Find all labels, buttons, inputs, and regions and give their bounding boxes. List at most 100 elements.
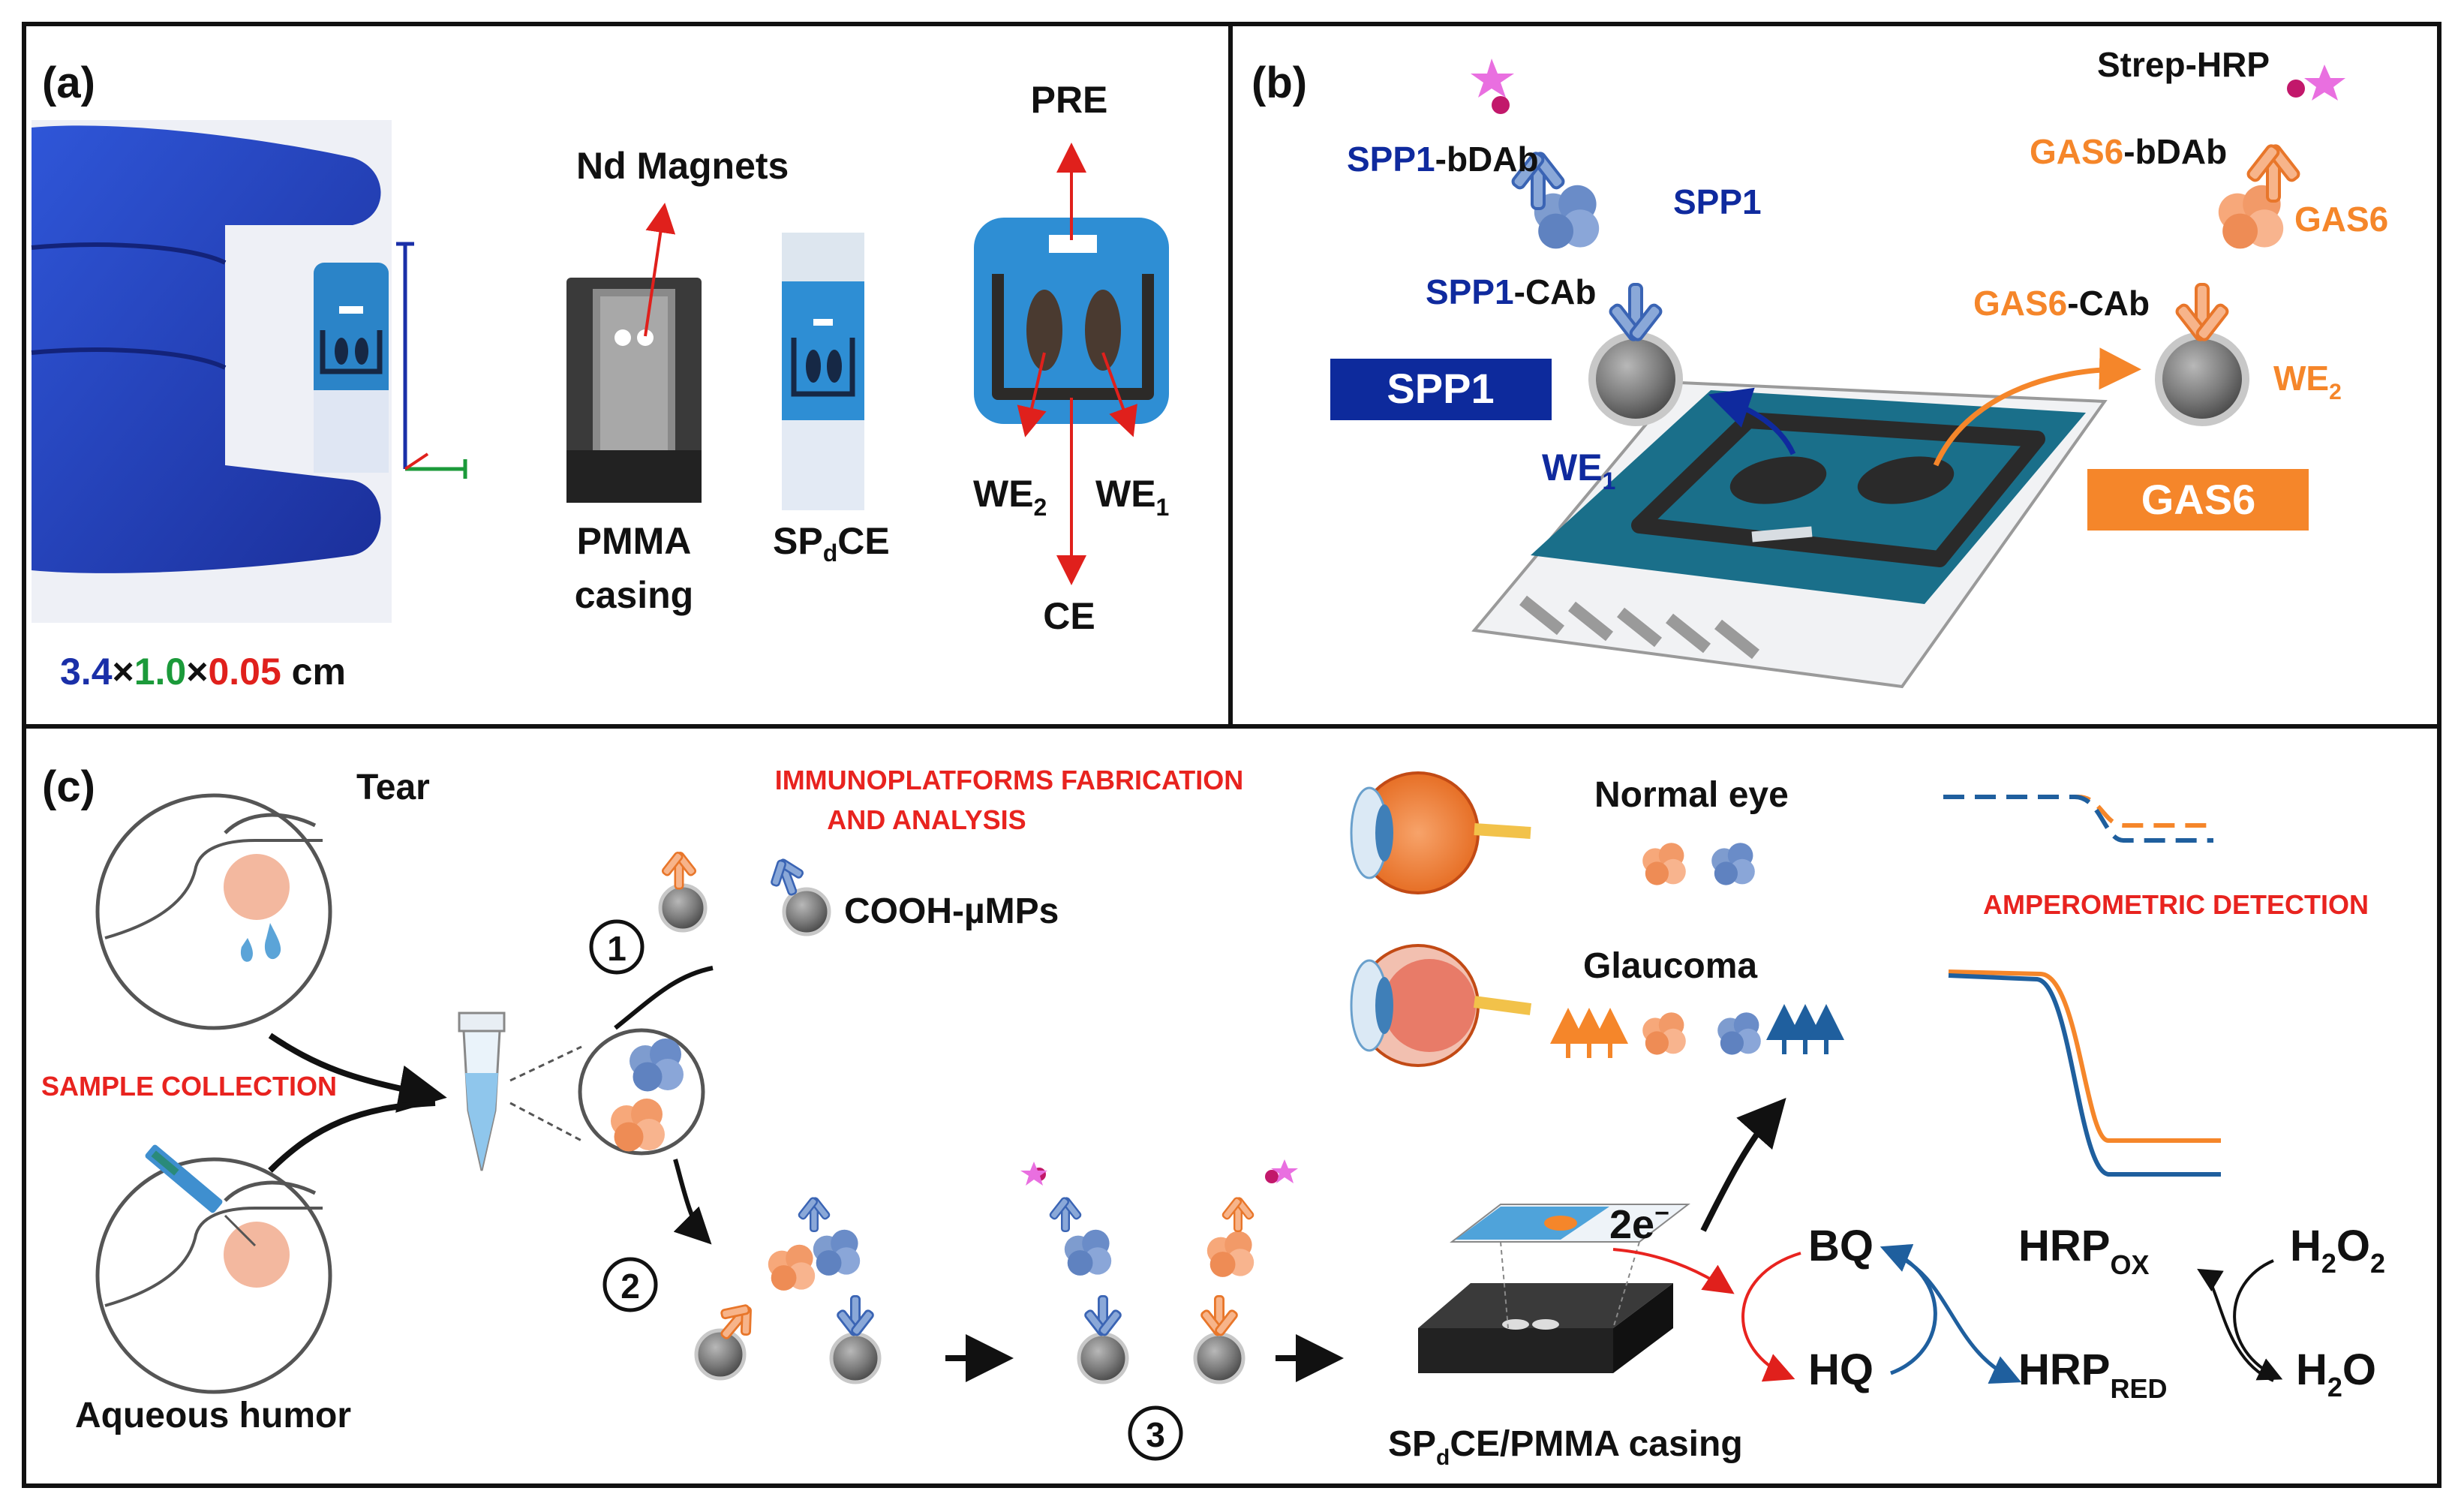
- aqueous-humor-label: Aqueous humor: [75, 1396, 351, 1435]
- step3-badge: [1128, 1405, 1183, 1461]
- step3-antibody-orange: [1199, 1295, 1240, 1338]
- gas6-bead: [2155, 332, 2249, 426]
- electron-transfer-arrow: [1612, 1248, 1735, 1294]
- step1-label: 1: [607, 929, 627, 968]
- hrp-ox-label: HRPOX: [2018, 1222, 2149, 1280]
- zoom-line-bottom: [509, 1102, 582, 1142]
- gas6-box-label: GAS6: [2141, 476, 2256, 523]
- panel-a: (a) 3.4×1.0×0.05 cm: [31, 59, 1169, 693]
- we1-label-b: WE1: [1542, 446, 1615, 494]
- gas6-bdab-label: GAS6-bDAb: [2030, 132, 2227, 171]
- glaucoma-orange-up-arrows: [1550, 1008, 1628, 1058]
- step3-hrp-left: [1020, 1162, 1047, 1186]
- aqueous-sample-illustration: [95, 1144, 332, 1394]
- spp1-biotin: [1492, 96, 1510, 114]
- we2-label-b: WE2: [2273, 359, 2342, 404]
- panel-frames: [22, 22, 2441, 1488]
- spp1-box-label: SPP1: [1387, 365, 1494, 412]
- gas6-hrp-star: [2304, 65, 2345, 101]
- amperometric-label: AMPEROMETRIC DETECTION: [1983, 889, 2369, 920]
- we1-label: WE1: [1095, 473, 1169, 521]
- dim-length: 3.4: [60, 651, 113, 693]
- sample-collection-label: SAMPLE COLLECTION: [41, 1071, 337, 1102]
- normal-eye-curves: [1943, 795, 2213, 843]
- gas6-cab-label: GAS6-CAb: [1973, 284, 2150, 323]
- step1-badge: [589, 919, 645, 975]
- cooh-label: COOH-µMPs: [844, 891, 1059, 931]
- normal-eye-illustration: [1350, 771, 1531, 894]
- step2-badge: [602, 1257, 658, 1312]
- normal-protein-blue: [1711, 843, 1755, 885]
- cooh-bead-1: [658, 883, 708, 933]
- tear-label: Tear: [356, 768, 430, 807]
- step3-antibody-blue-top: [1048, 1195, 1083, 1233]
- glove-photo: [31, 120, 392, 623]
- spdce-label: SPdCE: [773, 520, 890, 567]
- step3-antibody-orange-top: [1221, 1195, 1255, 1233]
- step3-biotin-right: [1265, 1170, 1279, 1183]
- casing-device-label: SPdCE/PMMA casing: [1388, 1424, 1743, 1470]
- pmma-label: PMMA: [577, 520, 692, 562]
- panel-b: (b) SPP1-bDAb SPP1 SPP1-CAb SPP1 WE1: [1252, 45, 2388, 689]
- step3-label: 3: [1146, 1415, 1165, 1454]
- spp1-capture-antibody: [1607, 283, 1664, 344]
- aqueous-to-tube-arrow: [268, 1100, 436, 1173]
- we2-label: WE2: [973, 473, 1047, 521]
- pmma-casing-photo: [566, 278, 702, 503]
- we1-arrow: [1101, 352, 1137, 437]
- normal-protein-orange: [1642, 843, 1686, 885]
- step3-protein-orange: [1206, 1231, 1255, 1277]
- cooh-antibody-orange: [660, 850, 698, 890]
- hrp-red-label: HRPRED: [2018, 1345, 2167, 1404]
- we1-to-bead-arrow: [1708, 387, 1796, 455]
- spdce-photo: [782, 233, 864, 510]
- pre-label: PRE: [1031, 79, 1108, 121]
- glaucoma-protein-orange: [1642, 1012, 1686, 1055]
- electrode-zoom: [974, 218, 1169, 424]
- gas6-protein-label: GAS6: [2294, 200, 2388, 239]
- dimensions-label: 3.4×1.0×0.05 cm: [60, 651, 346, 693]
- electrode-strip: [1471, 380, 2108, 689]
- dim-thickness: 0.05: [208, 651, 281, 693]
- strep-hrp-label: Strep-HRP: [2097, 45, 2270, 84]
- to-detection-arrow: [1700, 1098, 1786, 1232]
- bq-to-hq-arrow: [1741, 1252, 1801, 1382]
- step2-antibody-blue-top: [797, 1195, 831, 1233]
- nd-magnets-arrow: [644, 203, 676, 337]
- glaucoma-curves: [1948, 969, 2221, 1177]
- cooh-bead-2: [782, 887, 831, 936]
- panel-c: (c) Tear SAMPLE COLLECTION Aqueous humor: [41, 762, 2385, 1470]
- sample-tube: [458, 1012, 506, 1171]
- dimension-axes: [396, 242, 467, 479]
- spp1-box: [1330, 359, 1552, 420]
- h2o2-to-h2o-arrow: [2233, 1259, 2283, 1381]
- glaucoma-eye-illustration: [1350, 944, 1532, 1067]
- step2-bead-blue: [829, 1332, 882, 1384]
- spp1-hrp-star: [1471, 59, 1514, 98]
- normal-eye-label: Normal eye: [1594, 775, 1789, 815]
- h2o-label: H2O: [2296, 1345, 2376, 1402]
- bq-label: BQ: [1808, 1222, 1874, 1270]
- step2-arrow: [673, 1159, 712, 1245]
- hrp-to-bq-arrow: [1880, 1243, 1937, 1375]
- panel-b-letter: (b): [1252, 59, 1307, 107]
- panel-c-letter: (c): [42, 762, 95, 811]
- step1-arrow: [614, 966, 714, 1030]
- step2-antibody-blue: [835, 1295, 876, 1338]
- step2-bead-orange: [694, 1328, 747, 1381]
- step2-label: 2: [621, 1267, 640, 1306]
- ce-label: CE: [1043, 595, 1095, 637]
- step3-antibody-blue: [1083, 1295, 1123, 1338]
- step2-protein-blue: [813, 1229, 861, 1276]
- two-electron-label: 2e−: [1609, 1199, 1669, 1247]
- hrp-cycle-arrow: [2197, 1268, 2274, 1382]
- immuno-title-line2: AND ANALYSIS: [827, 804, 1026, 835]
- glaucoma-protein-blue: [1717, 1012, 1761, 1055]
- step3-bead-blue: [1077, 1332, 1129, 1384]
- tear-sample-illustration: [95, 793, 332, 1030]
- we2-arrow: [1017, 352, 1047, 437]
- panel-a-letter: (a): [42, 59, 95, 107]
- hq-label: HQ: [1808, 1345, 1874, 1394]
- zoom-line-top: [509, 1045, 582, 1082]
